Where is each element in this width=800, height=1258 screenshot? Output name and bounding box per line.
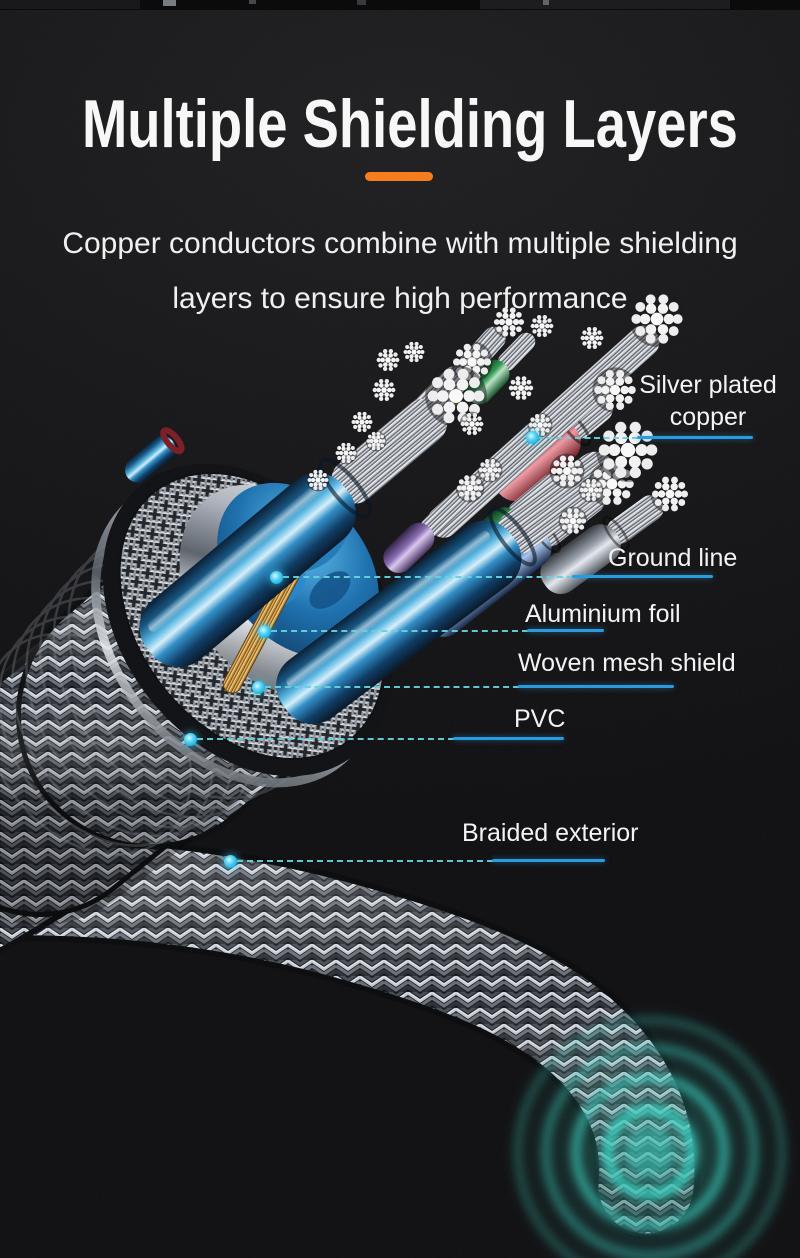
callout-aluminium-foil: Aluminium foil	[525, 600, 681, 628]
leader-underline-ground-line	[572, 575, 713, 578]
leader-underline-silver-plated-copper	[637, 436, 753, 439]
leader-dash-ground-line	[283, 576, 573, 578]
anchor-dot-ground-line	[270, 571, 283, 584]
title-accent-dash	[365, 172, 433, 181]
callout-label-line: copper	[669, 403, 747, 431]
leader-dash-silver-plated-copper	[537, 437, 638, 439]
page-title-text: Multiple Shielding Layers	[81, 86, 738, 162]
leader-underline-pvc	[453, 737, 564, 740]
anchor-dot-pvc	[184, 733, 197, 746]
anchor-dot-silver-plated-copper	[526, 431, 539, 444]
callout-label-line: Silver plated	[639, 371, 777, 399]
page-title: Multiple Shielding Layers	[0, 88, 800, 160]
leader-dash-woven-mesh-shield	[265, 686, 519, 688]
subtitle-line-2: layers to ensure high performance	[172, 282, 628, 315]
callout-silver-plated-copper: Silver plated copper	[578, 369, 800, 433]
leader-underline-aluminium-foil	[527, 629, 604, 632]
callout-pvc: PVC	[514, 705, 566, 733]
callout-braided-exterior: Braided exterior	[462, 819, 639, 847]
anchor-dot-aluminium-foil	[258, 625, 271, 638]
leader-underline-woven-mesh-shield	[518, 685, 674, 688]
anchor-dot-braided-exterior	[224, 855, 237, 868]
leader-dash-aluminium-foil	[271, 630, 528, 632]
callout-ground-line: Ground line	[608, 544, 738, 572]
subtitle-line-1: Copper conductors combine with multiple …	[62, 227, 738, 260]
leader-underline-braided-exterior	[492, 859, 605, 862]
callout-woven-mesh-shield: Woven mesh shield	[518, 649, 736, 677]
leader-dash-braided-exterior	[237, 860, 493, 862]
leader-dash-pvc	[197, 738, 454, 740]
page-subtitle: Copper conductors combine with multiple …	[0, 216, 800, 326]
anchor-dot-woven-mesh-shield	[252, 681, 265, 694]
